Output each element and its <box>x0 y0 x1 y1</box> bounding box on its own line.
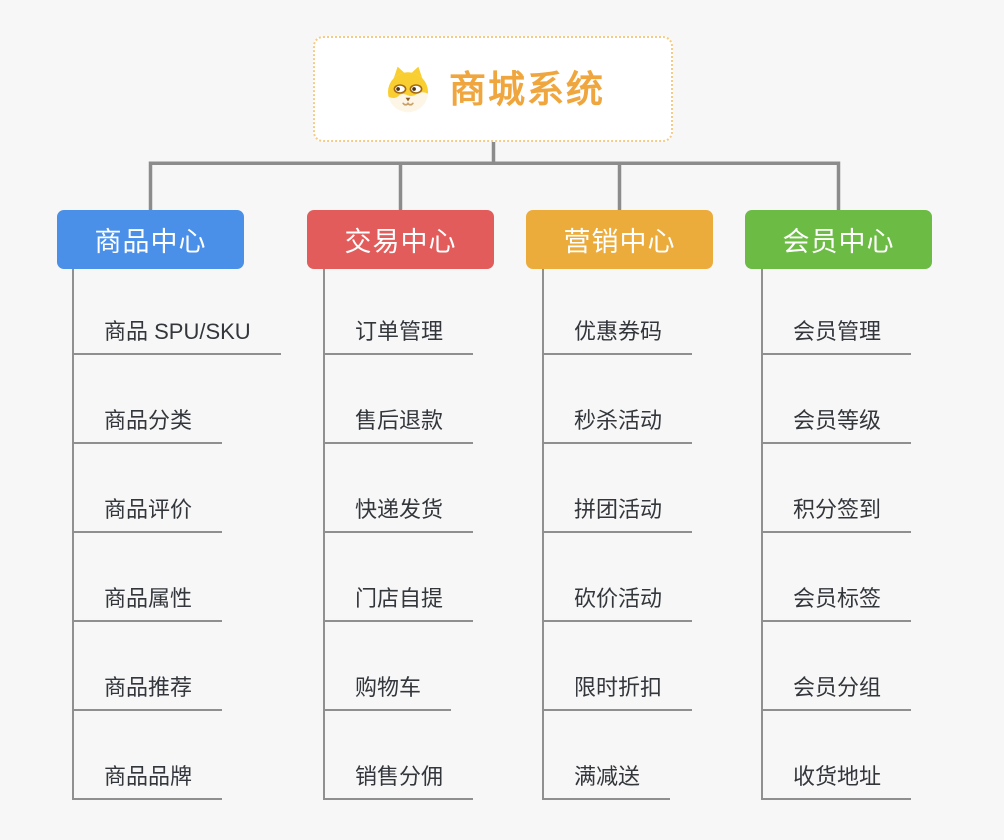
shiba-dog-icon <box>381 65 435 113</box>
leaf-node[interactable]: 会员管理 <box>761 321 912 355</box>
leaf-node[interactable]: 订单管理 <box>323 321 474 355</box>
leaf-node[interactable]: 砍价活动 <box>542 588 693 622</box>
leaf-node[interactable]: 商品品牌 <box>72 766 223 800</box>
leaf-node[interactable]: 商品分类 <box>72 410 223 444</box>
leaf-node[interactable]: 拼团活动 <box>542 499 693 533</box>
leaf-node[interactable]: 销售分佣 <box>323 766 474 800</box>
leaf-node[interactable]: 会员等级 <box>761 410 912 444</box>
leaf-node[interactable]: 售后退款 <box>323 410 474 444</box>
leaf-node[interactable]: 商品评价 <box>72 499 223 533</box>
branch-header-marketing-center[interactable]: 营销中心 <box>526 210 713 269</box>
leaf-node[interactable]: 满减送 <box>542 766 671 800</box>
leaf-node[interactable]: 商品属性 <box>72 588 223 622</box>
leaf-node[interactable]: 购物车 <box>323 677 452 711</box>
leaf-node[interactable]: 快递发货 <box>323 499 474 533</box>
leaf-node[interactable]: 积分签到 <box>761 499 912 533</box>
branch-header-member-center[interactable]: 会员中心 <box>745 210 932 269</box>
leaf-node[interactable]: 限时折扣 <box>542 677 693 711</box>
branch-header-product-center[interactable]: 商品中心 <box>57 210 244 269</box>
leaf-node[interactable]: 会员分组 <box>761 677 912 711</box>
leaf-node[interactable]: 商品推荐 <box>72 677 223 711</box>
leaf-node[interactable]: 商品 SPU/SKU <box>72 321 281 355</box>
leaf-node[interactable]: 秒杀活动 <box>542 410 693 444</box>
leaf-node[interactable]: 收货地址 <box>761 766 912 800</box>
branch-header-trade-center[interactable]: 交易中心 <box>307 210 494 269</box>
leaf-node[interactable]: 门店自提 <box>323 588 474 622</box>
root-node-mall-system[interactable]: 商城系统 <box>313 36 673 142</box>
leaf-node[interactable]: 优惠券码 <box>542 321 693 355</box>
root-title: 商城系统 <box>449 68 605 110</box>
leaf-node[interactable]: 会员标签 <box>761 588 912 622</box>
